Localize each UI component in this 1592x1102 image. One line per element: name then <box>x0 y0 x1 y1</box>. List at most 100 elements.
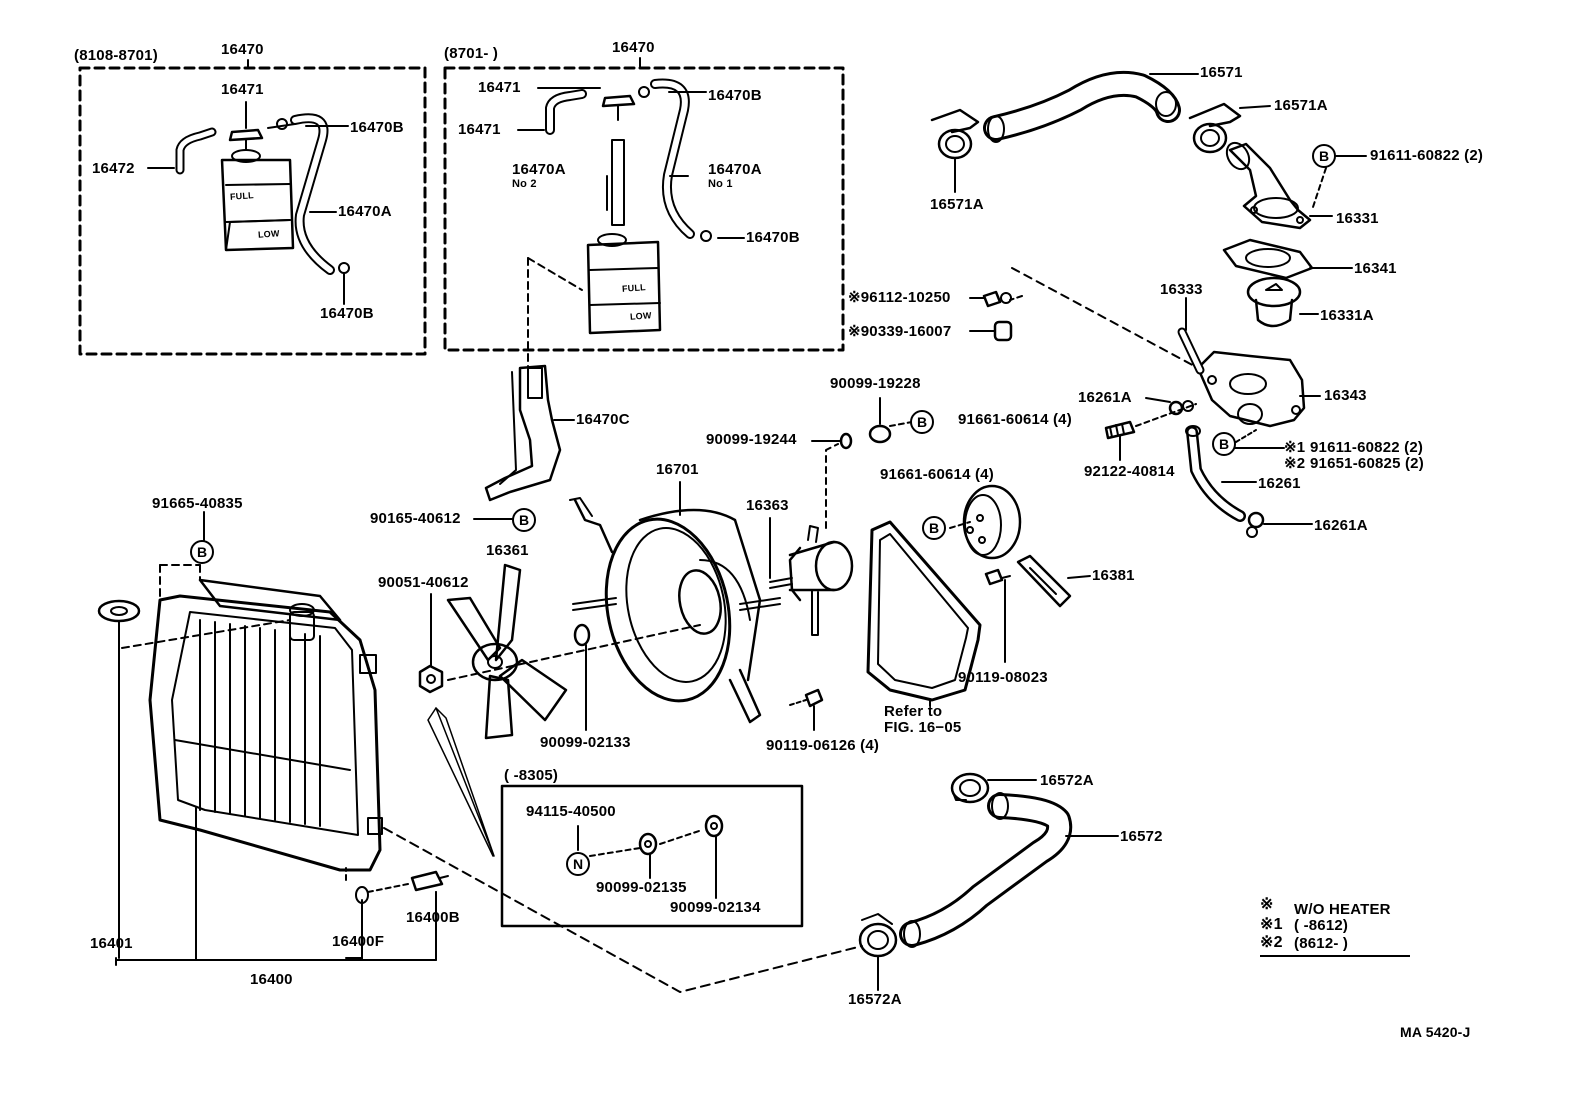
label-16472: 16472 <box>92 160 135 177</box>
label-90099-02134: 90099-02134 <box>670 899 761 916</box>
label-16470b-left-top: 16470B <box>350 119 404 136</box>
hose-clamp-16571a-left <box>930 108 980 160</box>
legend-wo-heater: W/O HEATER <box>1294 901 1391 918</box>
label-90119-08023: 90119-08023 <box>958 669 1048 686</box>
label-16701: 16701 <box>656 461 699 478</box>
label-94115-40500: 94115-40500 <box>526 803 616 820</box>
label-16471-right-mid: 16471 <box>458 121 501 138</box>
label-90165-40612: 90165-40612 <box>370 510 461 527</box>
thermostat-16331a <box>1246 276 1302 328</box>
inset-box-early-fan <box>500 784 804 928</box>
label-96112-10250: ※96112-10250 <box>848 289 951 306</box>
mark-1: ※1 <box>1284 439 1306 456</box>
legend-mark: ※ <box>1260 896 1274 913</box>
label-refer-to: Refer to <box>884 703 943 720</box>
label-16470b-right-bottom: 16470B <box>746 229 800 246</box>
label-91651-60825: 91651-60825 (2) <box>1310 455 1424 472</box>
label-16261a-bottom: 16261A <box>1314 517 1368 534</box>
radiator-cap-16401 <box>97 599 141 959</box>
v-belt <box>866 520 982 702</box>
label-16471-right-top: 16471 <box>478 79 521 96</box>
fan-16361 <box>446 563 568 740</box>
legend-range-2: (8612- ) <box>1294 935 1349 952</box>
heater-fittings <box>969 290 1013 342</box>
tank-full-mark-right: FULL <box>621 282 647 294</box>
label-16331a: 16331A <box>1320 307 1374 324</box>
hose-clamp-16572a-top <box>950 772 990 804</box>
label-16400: 16400 <box>250 971 293 988</box>
pulley <box>962 484 1022 560</box>
circle-b-91665: B <box>190 540 214 564</box>
label-16571a-right: 16571A <box>1274 97 1328 114</box>
label-16470b-left-bottom: 16470B <box>320 305 374 322</box>
nut-90051 <box>418 664 444 694</box>
inset-range: ( -8305) <box>504 767 559 784</box>
right-box-range: (8701- ) <box>444 45 499 62</box>
circle-b-91611-top: B <box>1312 144 1336 168</box>
label-16470b-right-top: 16470B <box>708 87 762 104</box>
label-90099-02135: 90099-02135 <box>596 879 687 896</box>
circle-b-90165: B <box>512 508 536 532</box>
reservoir-box-early <box>78 59 427 356</box>
legend-underline <box>1260 955 1410 957</box>
label-91661-60614-top: 91661-60614 (4) <box>958 411 1072 428</box>
circle-b-91661-top: B <box>910 410 934 434</box>
mark-2: ※2 <box>1284 455 1306 472</box>
label-refer-fig: FIG. 16−05 <box>884 719 962 736</box>
circle-n-94115: N <box>566 852 590 876</box>
right-box-part-no: 16470 <box>612 39 655 56</box>
label-16571: 16571 <box>1200 64 1243 81</box>
label-90099-19228: 90099-19228 <box>830 375 921 392</box>
left-box-part-no: 16470 <box>221 41 264 58</box>
legend-range-1: ( -8612) <box>1294 917 1349 934</box>
label-16381: 16381 <box>1092 567 1135 584</box>
hose-clamp-16572a-bottom <box>858 913 898 958</box>
lower-hose-16572 <box>899 792 1073 948</box>
label-16571a-left: 16571A <box>930 196 984 213</box>
circle-b-91661-mid: B <box>922 516 946 540</box>
upper-hose-16571 <box>983 70 1181 143</box>
label-16470a-left: 16470A <box>338 203 392 220</box>
hose-16261 <box>1185 425 1246 522</box>
label-16363: 16363 <box>746 497 789 514</box>
label-16341: 16341 <box>1354 260 1397 277</box>
label-91611-60822-bottom: 91611-60822 (2) <box>1310 439 1424 456</box>
label-90099-19244: 90099-19244 <box>706 431 797 448</box>
adjusting-bar-16381 <box>984 554 1091 663</box>
label-16572a-bottom: 16572A <box>848 991 902 1008</box>
label-no1: No 1 <box>708 178 733 190</box>
label-91665-40835: 91665-40835 <box>152 495 243 512</box>
tank-full-mark-left: FULL <box>229 190 255 202</box>
label-16331: 16331 <box>1336 210 1379 227</box>
bolt-90119-06126 <box>789 688 824 731</box>
hose-clamp-16571a-right <box>1188 102 1242 154</box>
label-91661-60614-mid: 91661-60614 (4) <box>880 466 994 483</box>
reservoir-box-late <box>443 57 845 352</box>
water-outlet-16331 <box>1225 141 1312 230</box>
legend: ※ W/O HEATER ※1 ( -8612) ※2 (8612- ) <box>1260 896 1410 958</box>
pump-16363 <box>769 525 854 636</box>
label-90339-16007: ※90339-16007 <box>848 323 952 340</box>
label-90119-06126: 90119-06126 (4) <box>766 737 880 754</box>
label-16470c: 16470C <box>576 411 630 428</box>
label-16572: 16572 <box>1120 828 1163 845</box>
gasket-16341 <box>1222 238 1314 280</box>
drain-cock-16400b <box>345 867 449 904</box>
label-16470a-no1: 16470A <box>708 161 762 178</box>
label-16261: 16261 <box>1258 475 1301 492</box>
bracket-16470c <box>484 364 562 502</box>
tank-low-mark-right: LOW <box>629 310 652 322</box>
label-16400b: 16400B <box>406 909 460 926</box>
shroud-16701 <box>569 497 781 724</box>
label-16400f: 16400F <box>332 933 385 950</box>
label-16261a-top: 16261A <box>1078 389 1132 406</box>
label-16361: 16361 <box>486 542 529 559</box>
figure-code: MA 5420-J <box>1400 1024 1471 1040</box>
radiator-16400 <box>148 578 383 872</box>
label-92122-40814: 92122-40814 <box>1084 463 1175 480</box>
label-16572a-top: 16572A <box>1040 772 1094 789</box>
housing-16343 <box>1196 350 1306 428</box>
circle-b-91611-bottom: B <box>1212 432 1236 456</box>
tank-low-mark-left: LOW <box>257 228 280 240</box>
